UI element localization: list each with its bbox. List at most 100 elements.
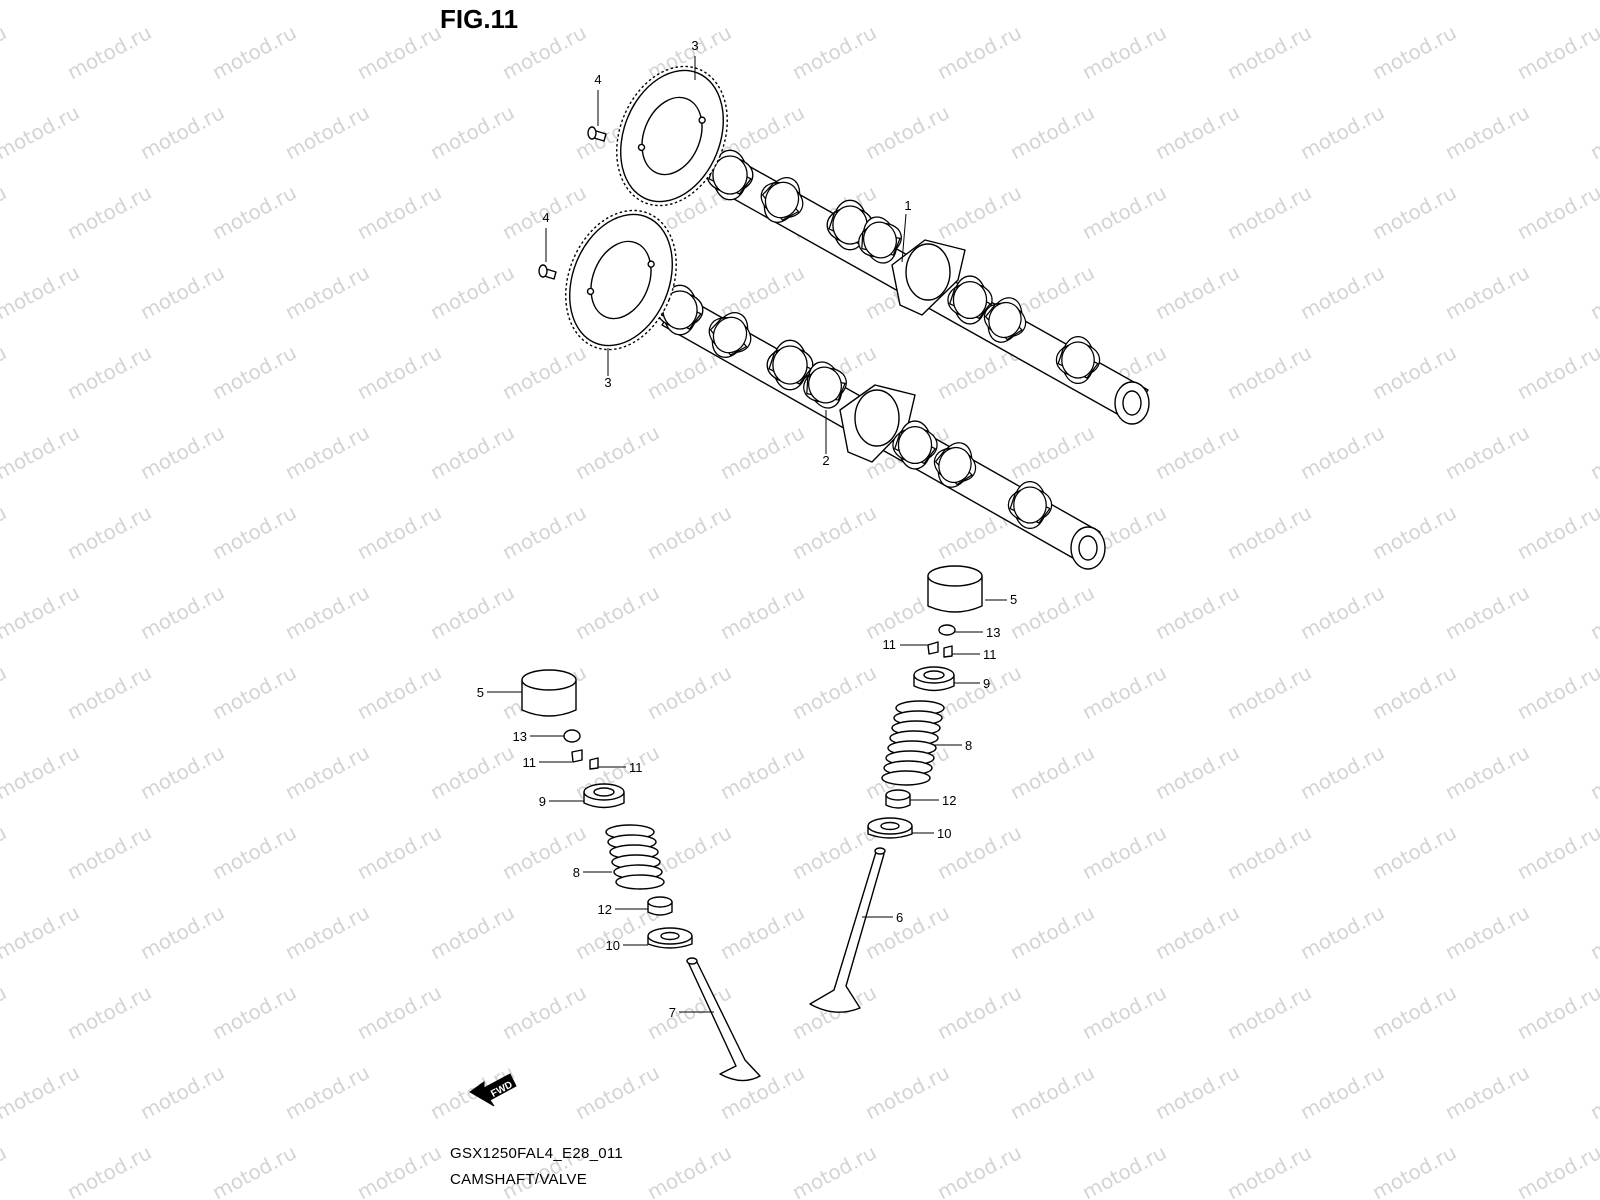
callout-number: 3 [604, 375, 611, 390]
watermark-text: motod.ru [716, 900, 808, 964]
callout-9l: 9 [539, 794, 584, 809]
watermark-text: motod.ru [861, 100, 953, 164]
watermark-text: motod.ru [63, 660, 155, 724]
watermark-text: motod.ru [1368, 980, 1460, 1044]
callout-13r: 13 [955, 625, 1000, 640]
watermark-text: motod.ru [1151, 260, 1243, 324]
watermark-text: motod.ru [1586, 260, 1600, 324]
watermark-text: motod.ru [0, 980, 10, 1044]
callout-number: 11 [629, 760, 643, 775]
watermark-text: motod.ru [1151, 900, 1243, 964]
watermark-text: motod.ru [281, 420, 373, 484]
watermark-text: motod.ru [1006, 100, 1098, 164]
watermark-text: motod.ru [716, 420, 808, 484]
watermark-text: motod.ru [861, 0, 953, 4]
watermark-text: motod.ru [281, 0, 373, 4]
watermark-text: motod.ru [1296, 260, 1388, 324]
watermark-text: motod.ru [1441, 260, 1533, 324]
watermark-text: motod.ru [1006, 420, 1098, 484]
callout-4a: 4 [594, 72, 602, 126]
callout-number: 11 [523, 755, 537, 770]
callout-number: 3 [691, 38, 698, 53]
watermark-text: motod.ru [1223, 820, 1315, 884]
watermark-text: motod.ru [933, 1140, 1025, 1200]
callout-11lb: 11 [598, 760, 643, 775]
callout-3a: 3 [691, 38, 699, 80]
watermark-text: motod.ru [208, 340, 300, 404]
watermark-text: motod.ru [208, 1140, 300, 1200]
watermark-text: motod.ru [571, 420, 663, 484]
watermark-text: motod.ru [571, 0, 663, 4]
callout-number: 5 [477, 685, 484, 700]
watermark-text: motod.ru [1368, 500, 1460, 564]
watermark-text: motod.ru [1223, 500, 1315, 564]
watermark-text: motod.ru [498, 340, 590, 404]
watermark-text: motod.ru [281, 740, 373, 804]
callout-4b: 4 [542, 210, 550, 262]
watermark-text: motod.ru [1078, 1140, 1170, 1200]
watermark-text: motod.ru [136, 0, 228, 4]
watermark-text: motod.ru [0, 580, 83, 644]
watermark-text: motod.ru [1006, 1060, 1098, 1124]
callout-6: 6 [862, 910, 903, 925]
watermark-text: motod.ru [426, 260, 518, 324]
watermark-text: motod.ru [1586, 580, 1600, 644]
watermark-text: motod.ru [1441, 0, 1533, 4]
watermark-text: motod.ru [1078, 180, 1170, 244]
watermark-text: motod.ru [1223, 180, 1315, 244]
callout-number: 9 [539, 794, 546, 809]
callout-1: 1 [901, 198, 912, 263]
watermark-text: motod.ru [1151, 580, 1243, 644]
watermark-text: motod.ru [1151, 100, 1243, 164]
watermark-text: motod.ru [0, 660, 10, 724]
watermark-text: motod.ru [1513, 1140, 1600, 1200]
watermark-text: motod.ru [353, 180, 445, 244]
watermark-text: motod.ru [1368, 20, 1460, 84]
callout-number: 8 [965, 738, 972, 753]
watermark-text: motod.ru [353, 500, 445, 564]
callout-number: 13 [513, 729, 527, 744]
watermark-text: motod.ru [1151, 0, 1243, 4]
watermark-text: motod.ru [1151, 740, 1243, 804]
watermark-text: motod.ru [1368, 820, 1460, 884]
watermark-text: motod.ru [1368, 660, 1460, 724]
watermark-text: motod.ru [861, 900, 953, 964]
watermark-text: motod.ru [1513, 180, 1600, 244]
watermark-text: motod.ru [1223, 20, 1315, 84]
right-valve-assembly [809, 565, 983, 1013]
watermark-text: motod.ru [716, 580, 808, 644]
watermark-text: motod.ru [0, 100, 83, 164]
watermark-text: motod.ru [63, 500, 155, 564]
callout-11rb: 11 [952, 647, 997, 662]
watermark-text: motod.ru [353, 20, 445, 84]
watermark-text: motod.ru [1441, 900, 1533, 964]
callout-number: 5 [1010, 592, 1017, 607]
callout-number: 6 [896, 910, 903, 925]
callout-10r: 10 [912, 826, 951, 841]
watermark-text: motod.ru [63, 980, 155, 1044]
callout-9r: 9 [954, 676, 990, 691]
watermark-text: motod.ru [1296, 1060, 1388, 1124]
watermark-text: motod.ru [643, 500, 735, 564]
watermark-text: motod.ru [933, 980, 1025, 1044]
watermark-text: motod.ru [1006, 740, 1098, 804]
watermark-text: motod.ru [281, 900, 373, 964]
watermark-text: motod.ru [426, 580, 518, 644]
watermark-text: motod.ru [136, 260, 228, 324]
watermark-text: motod.ru [0, 500, 10, 564]
watermark-text: motod.ru [788, 20, 880, 84]
watermark-text: motod.ru [1368, 340, 1460, 404]
watermark-text: motod.ru [353, 820, 445, 884]
watermark-text: motod.ru [1441, 420, 1533, 484]
watermark-text: motod.ru [788, 820, 880, 884]
callout-5l: 5 [477, 685, 522, 700]
watermark-text: motod.ru [1151, 1060, 1243, 1124]
watermark-text: motod.ru [1441, 100, 1533, 164]
watermark-text: motod.ru [643, 1140, 735, 1200]
watermark-text: motod.ru [1368, 1140, 1460, 1200]
watermark-text: motod.ru [1441, 740, 1533, 804]
callout-number: 9 [983, 676, 990, 691]
callout-2: 2 [822, 410, 830, 468]
watermark-text: motod.ru [208, 820, 300, 884]
